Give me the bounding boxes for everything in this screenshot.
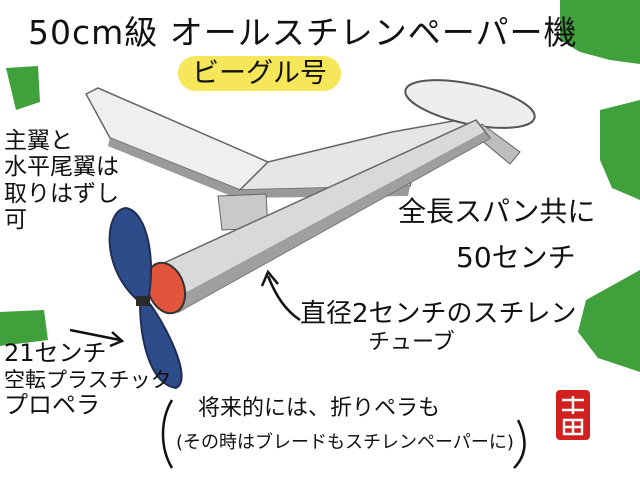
annotation-line: 空転プラスチック <box>4 367 172 392</box>
annotation-line: 取りはずし <box>4 180 119 207</box>
horizontal-stabilizer <box>404 79 536 129</box>
annotation-line: 50センチ <box>456 241 576 275</box>
signature-seal <box>556 390 590 440</box>
annotation-line: 水平尾翼は <box>4 154 119 181</box>
foliage-left-lower <box>0 310 48 346</box>
propeller-hub <box>136 296 150 306</box>
annotation-line: (その時はブレードもスチレンペーパーに) <box>176 432 514 454</box>
annotation-line: 将来的には、折りペラも <box>198 396 441 421</box>
foliage-top-right <box>560 0 640 64</box>
annotation-line: プロペラ <box>4 390 100 419</box>
propeller-blade-lower <box>138 300 183 390</box>
foliage-mid-right <box>600 100 640 200</box>
annotation-future: 将来的には、折りペラも (その時はブレードもスチレンペーパーに) <box>176 396 514 454</box>
annotation-line: 可 <box>4 207 27 234</box>
annotation-line: 主翼と <box>4 128 73 154</box>
main-wing-left-edge <box>108 138 240 198</box>
annotation-line: チューブ <box>368 329 455 355</box>
annotation-length-span: 全長スパン共に 50センチ <box>398 195 596 275</box>
annotation-fuselage-diameter: 直径2センチのスチレン チューブ <box>300 299 577 355</box>
bracket-right <box>513 419 526 469</box>
arrow-diameter <box>266 275 301 322</box>
arrow-propeller-head <box>109 331 125 348</box>
annotation-line: 直径2センチのスチレン <box>300 299 577 329</box>
foliage-decoration <box>0 0 640 372</box>
annotation-line: 全長スパン共に <box>398 195 596 228</box>
arrow-propeller <box>69 328 121 342</box>
subtitle-highlight: ビーグル号 <box>178 56 341 92</box>
bracket-left <box>161 399 174 469</box>
page-title: 50cm級 オールスチレンペーパー機 <box>28 13 578 52</box>
arrow-diameter-head <box>260 269 279 287</box>
annotation-propeller: 21センチ 空転プラスチック プロペラ <box>4 339 172 419</box>
propeller-blade-upper <box>108 206 153 304</box>
foliage-lower-right <box>578 270 640 372</box>
annotation-line: 21センチ <box>4 339 107 367</box>
foliage-left-upper <box>6 66 40 110</box>
fuselage-shadow <box>172 132 490 312</box>
annotation-detachable: 主翼と 水平尾翼は 取りはずし 可 <box>4 128 119 234</box>
